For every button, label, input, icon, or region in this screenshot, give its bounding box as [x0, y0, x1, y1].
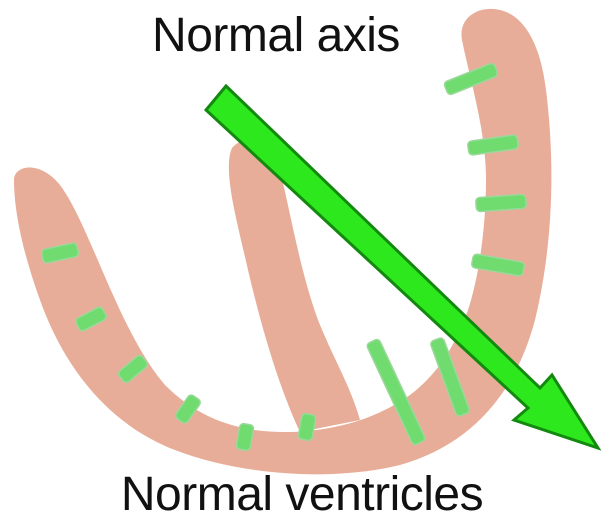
conduction-mark: [476, 194, 527, 211]
diagram-caption: Normal ventricles: [0, 467, 604, 523]
